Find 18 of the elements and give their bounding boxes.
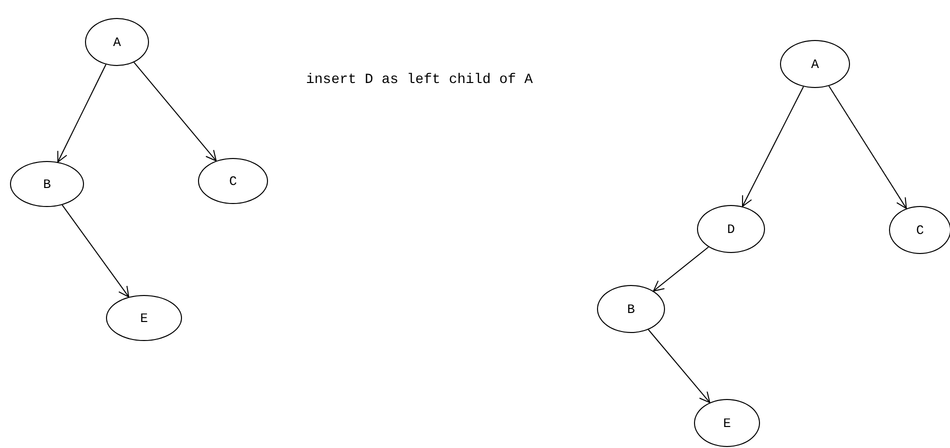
node-label: E [723,416,731,430]
arrow [62,204,130,298]
arrow [57,64,106,162]
node-label: C [916,222,924,238]
node-label: D [727,222,735,236]
tree-node-ellipse [889,206,950,254]
arrow [133,62,217,162]
arrow [653,246,709,292]
arrow [828,86,907,209]
node-label: E [140,310,148,326]
node-label: A [811,56,819,72]
node-label: B [627,302,635,316]
caption-text: insert D as left child of A [306,72,533,88]
node-label: C [229,174,237,188]
arrow [648,329,710,404]
node-label: B [43,176,51,192]
node-label: A [113,34,121,50]
arrow [742,86,804,207]
